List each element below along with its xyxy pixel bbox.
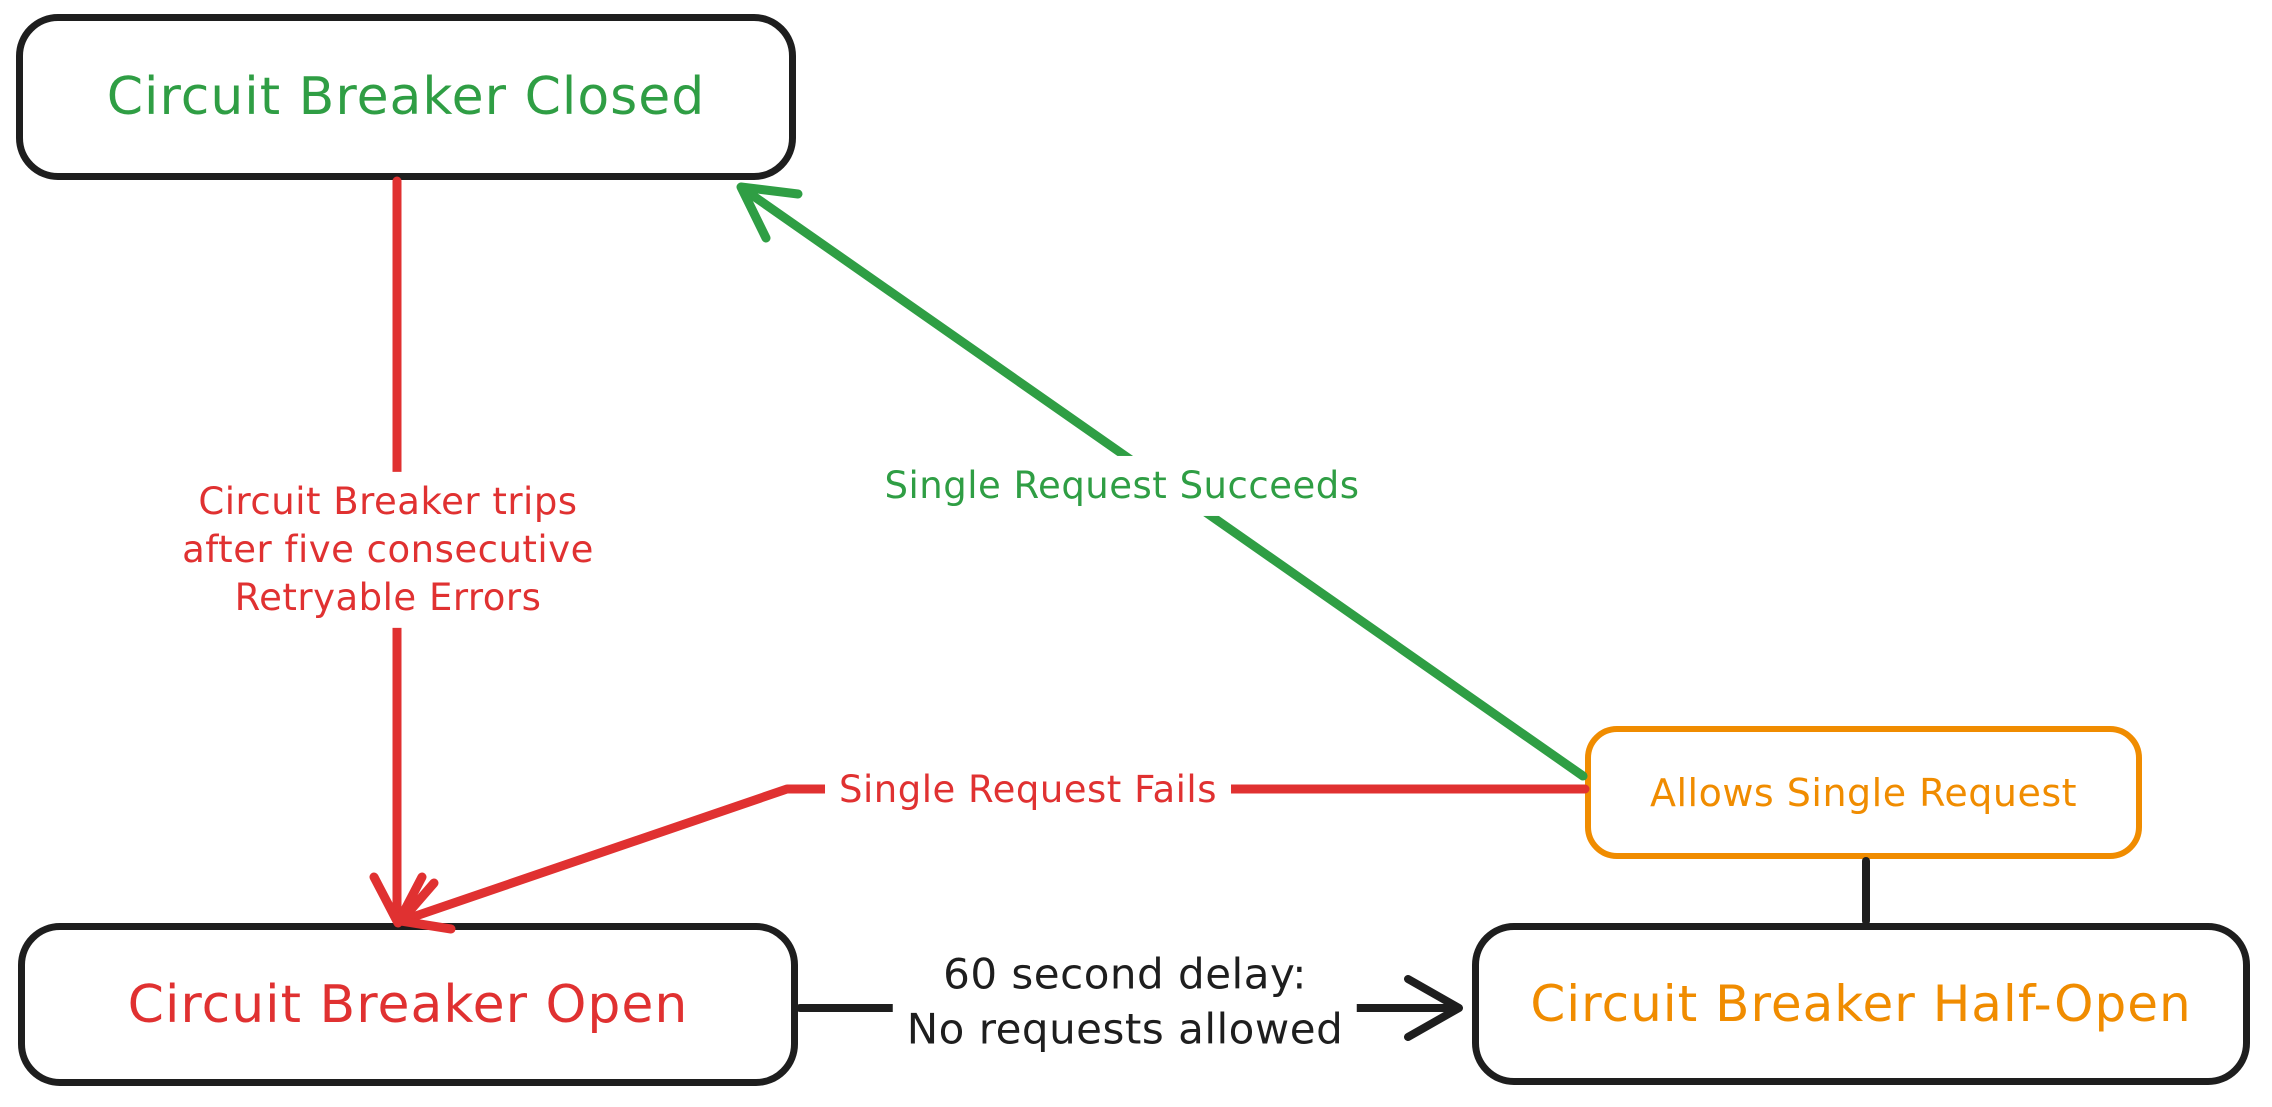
node-open-label: Circuit Breaker Open <box>127 974 689 1035</box>
node-allows-label: Allows Single Request <box>1649 770 2078 815</box>
node-closed-label: Circuit Breaker Closed <box>106 67 706 127</box>
edge-label-delay: 60 second delay: No requests allowed <box>892 940 1358 1064</box>
edge-label-trip: Circuit Breaker trips after five consecu… <box>168 471 608 629</box>
node-circuit-breaker-closed: Circuit Breaker Closed <box>16 14 796 180</box>
edge-label-succeed: Single Request Succeeds <box>870 455 1374 517</box>
node-circuit-breaker-half-open: Circuit Breaker Half-Open <box>1472 923 2250 1085</box>
node-circuit-breaker-open: Circuit Breaker Open <box>18 923 798 1086</box>
edge-label-fail: Single Request Fails <box>825 759 1231 821</box>
node-half-open-label: Circuit Breaker Half-Open <box>1530 975 2192 1033</box>
node-allows-single-request: Allows Single Request <box>1585 726 2142 859</box>
